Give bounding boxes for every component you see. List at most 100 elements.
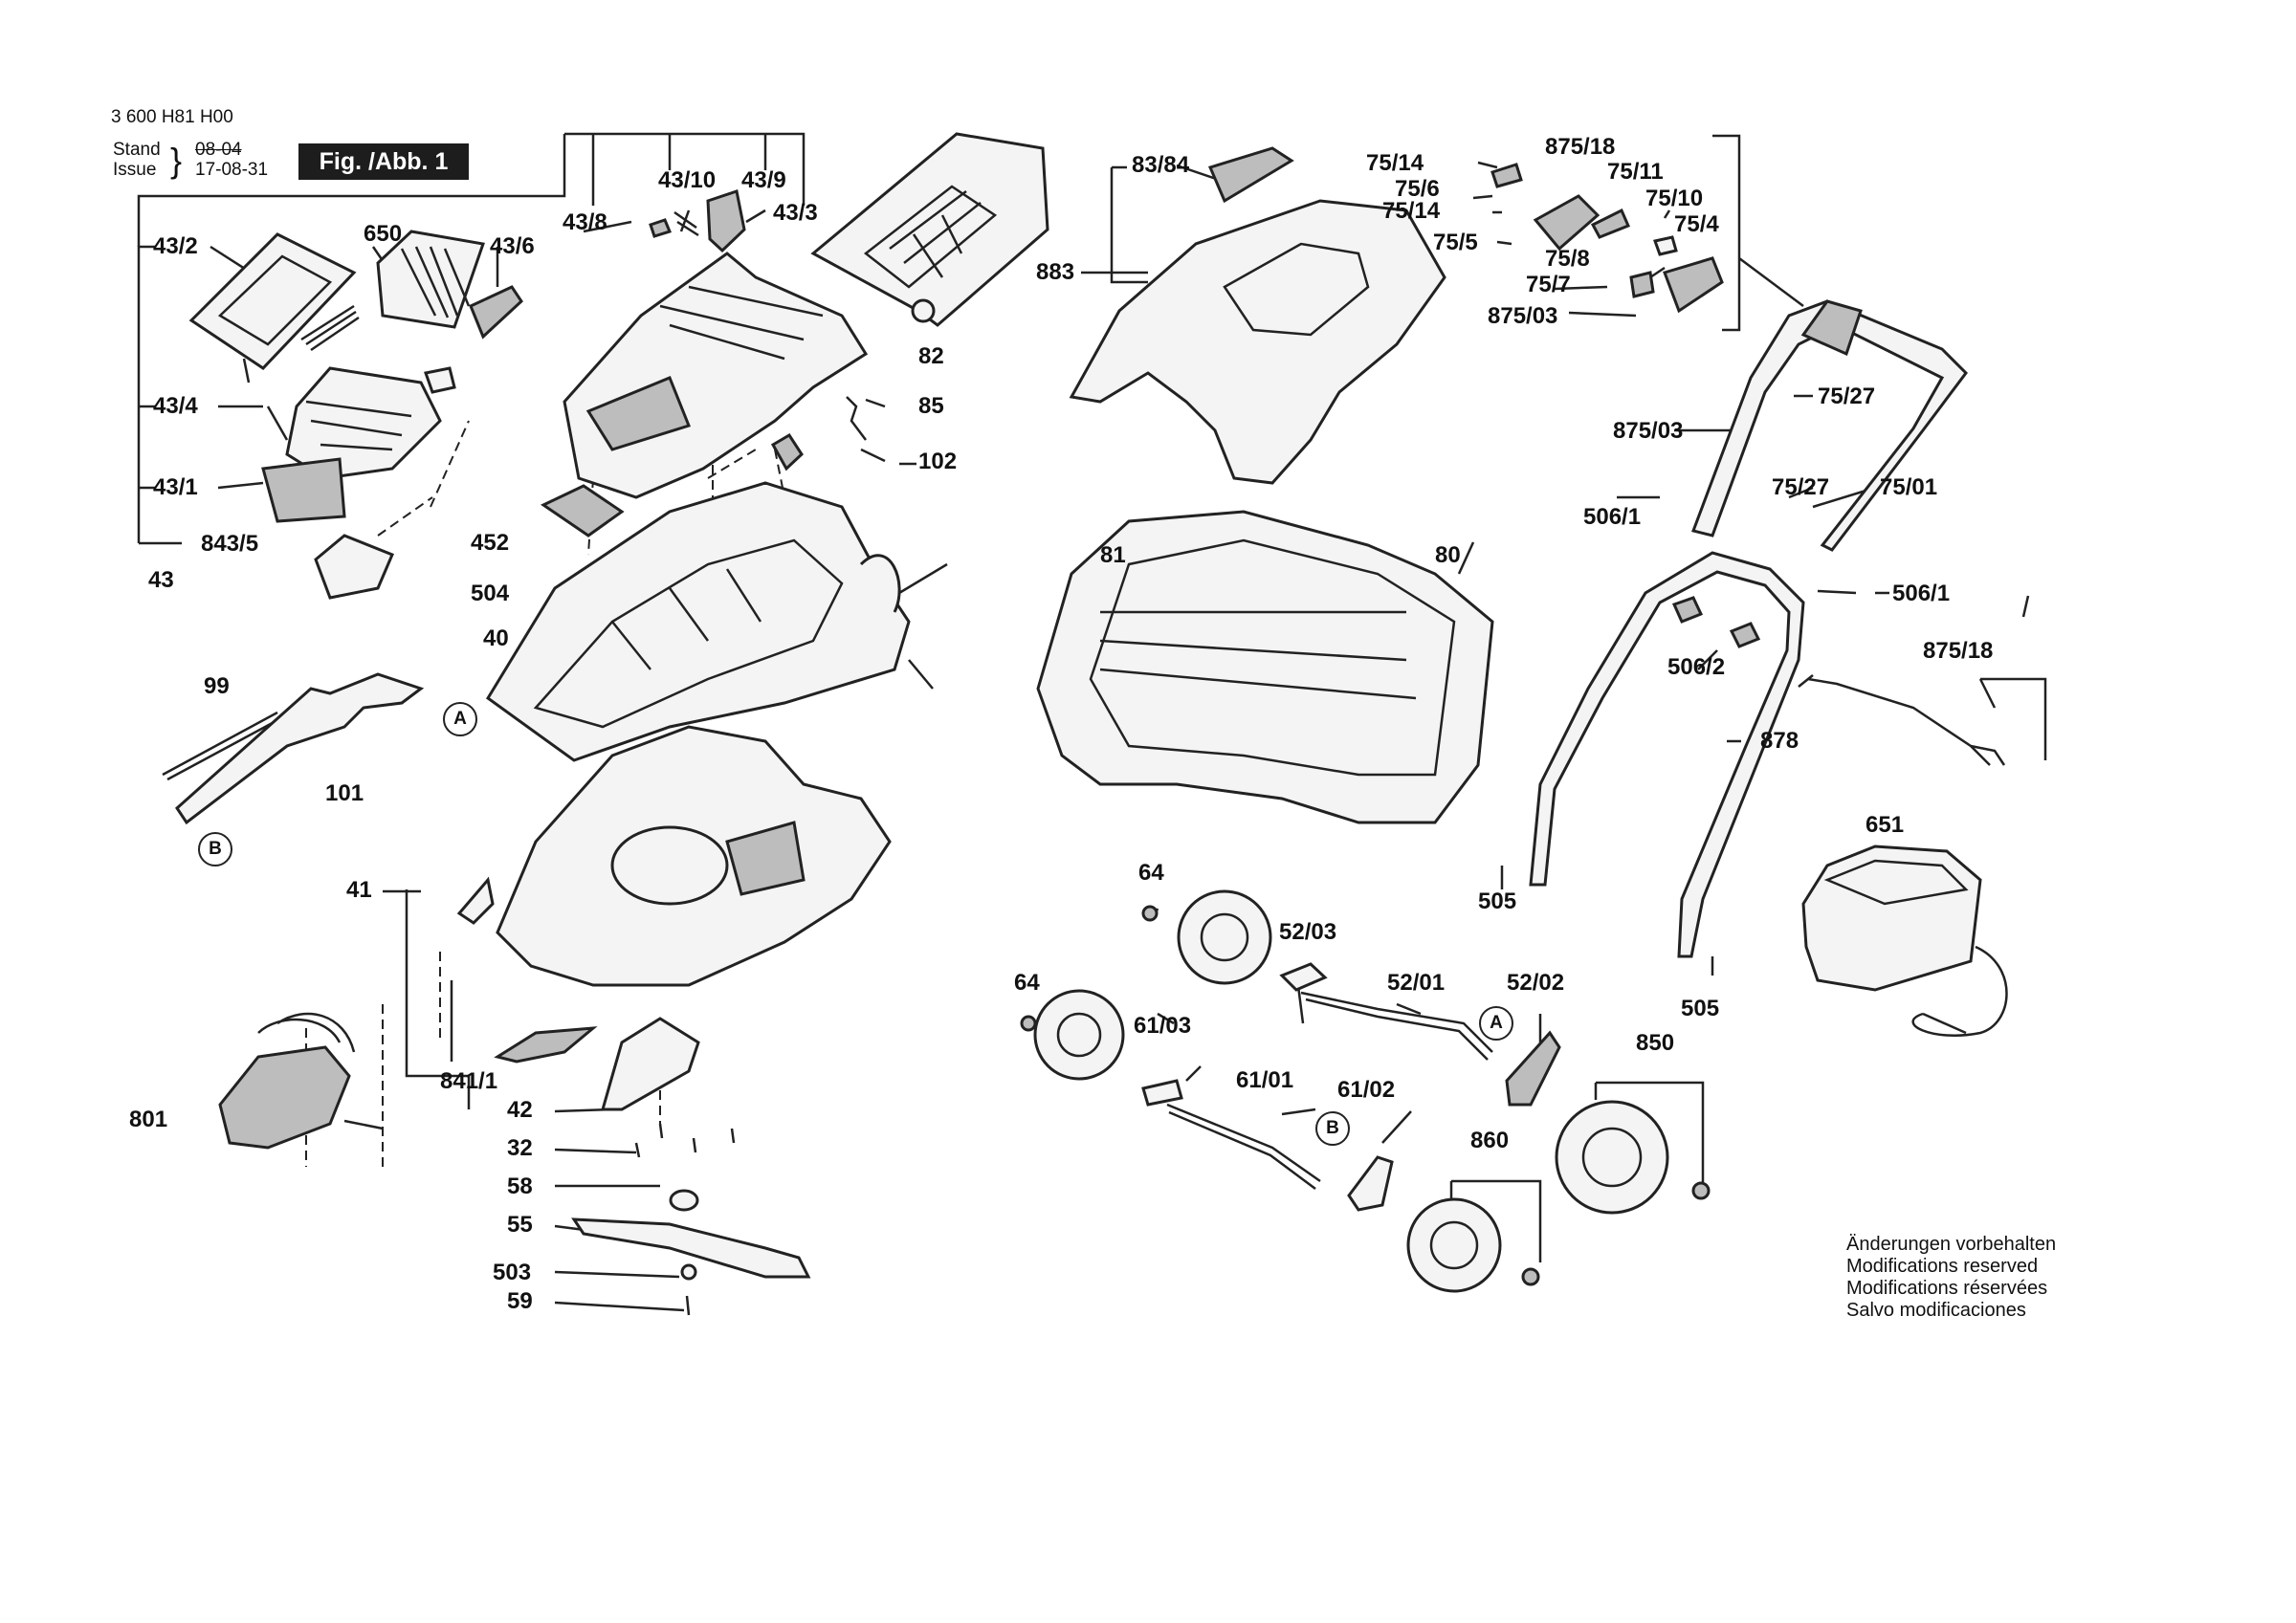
- part-label: 52/01: [1387, 970, 1446, 996]
- part-label: 102: [918, 449, 958, 474]
- chassis: [485, 481, 911, 762]
- wheel-front-small: [1177, 889, 1272, 985]
- part-label: 81: [1100, 542, 1126, 568]
- part-label: 75/7: [1526, 272, 1571, 297]
- part-label: 75/6: [1395, 176, 1440, 202]
- issue-value: 17-08-31: [195, 160, 269, 180]
- bolt-59: [685, 1295, 691, 1316]
- switch-part-75-10: [1653, 235, 1678, 256]
- part-label: 80: [1435, 542, 1461, 568]
- part-label: 83/84: [1132, 152, 1190, 178]
- part-label: 64: [1138, 860, 1164, 886]
- part-label: 506/1: [1583, 504, 1642, 530]
- label-452: [540, 484, 625, 537]
- brace-glyph: }: [170, 141, 183, 180]
- part-label: 43/8: [563, 209, 607, 235]
- blade-55: [571, 1217, 811, 1279]
- stand-value: 08-04: [195, 140, 242, 160]
- part-label: 506/1: [1892, 581, 1951, 606]
- spring-85: [846, 396, 867, 441]
- bushing-52-03: [1279, 962, 1328, 992]
- notice-line: Änderungen vorbehalten: [1846, 1234, 2057, 1255]
- part-label: 860: [1470, 1128, 1510, 1153]
- part-label: 878: [1760, 728, 1799, 754]
- marker-b: B: [1315, 1111, 1350, 1146]
- washer-503: [680, 1263, 697, 1281]
- part-label: 75/27: [1772, 474, 1830, 500]
- part-label: 75/01: [1880, 474, 1938, 500]
- switch-43-8: [649, 218, 673, 238]
- spring-99: [162, 711, 280, 781]
- wheel-850: [1555, 1100, 1669, 1215]
- part-label: 61/02: [1337, 1077, 1396, 1103]
- handle-83-84: [1207, 146, 1294, 204]
- part-label: 43/9: [741, 167, 786, 193]
- part-label: 82: [918, 343, 944, 369]
- part-label: 101: [325, 780, 364, 806]
- part-label: 61/03: [1134, 1013, 1192, 1039]
- grass-box: [1036, 510, 1494, 824]
- bracket-850: [1594, 1081, 1705, 1186]
- lever-52-02: [1505, 1030, 1561, 1107]
- part-label: 55: [507, 1212, 533, 1238]
- part-label: 75/11: [1607, 159, 1664, 185]
- part-label: 99: [204, 673, 230, 699]
- charger: [1801, 844, 1982, 992]
- switch-part-75-6: [1490, 163, 1523, 188]
- part-label: 43/1: [153, 474, 198, 500]
- issue-label: Issue: [113, 160, 157, 180]
- part-label: 43/10: [658, 167, 717, 193]
- lower-handle-878: [1529, 551, 1805, 958]
- part-label: 43: [148, 567, 174, 593]
- part-label: 503: [493, 1260, 532, 1285]
- axle-52-01: [1300, 991, 1493, 1061]
- part-label: 651: [1866, 812, 1905, 838]
- marker-a: A: [1479, 1006, 1513, 1041]
- handle-grip: [1800, 299, 1863, 357]
- part-label: 41: [346, 877, 372, 903]
- part-label: 504: [471, 581, 510, 606]
- bracket-841: [405, 889, 471, 1109]
- bracket-top: [137, 132, 806, 247]
- battery-latch-843: [314, 534, 394, 600]
- part-label: 64: [1014, 970, 1040, 996]
- part-label: 43/3: [773, 200, 818, 226]
- notice-line: Modifications reserved: [1846, 1256, 2039, 1277]
- part-label: 843/5: [201, 531, 259, 557]
- part-label: 32: [507, 1135, 533, 1161]
- battery-43-6: [469, 285, 523, 340]
- wheel-860: [1406, 1197, 1502, 1293]
- stand-label: Stand: [113, 140, 161, 160]
- bushing-61-03: [1141, 1079, 1183, 1107]
- top-cover: [810, 132, 1049, 327]
- part-label: 59: [507, 1288, 533, 1314]
- part-label: 841/1: [440, 1068, 498, 1094]
- bolts-32: [634, 1123, 736, 1158]
- cap-64-a: [1141, 905, 1159, 922]
- charger-cable: [1911, 945, 2008, 1037]
- part-label: 43/4: [153, 393, 198, 419]
- motor: [218, 1045, 351, 1150]
- part-label: 85: [918, 393, 944, 419]
- clips-506-2: [1671, 596, 1761, 648]
- marker-a: A: [443, 702, 477, 736]
- switch-part-75-7: [1629, 271, 1655, 298]
- axle-61-01: [1166, 1103, 1321, 1191]
- part-label: 75/8: [1545, 246, 1590, 272]
- part-label: 52/03: [1279, 919, 1337, 945]
- part-label: 42: [507, 1097, 533, 1123]
- part-label: 883: [1036, 259, 1075, 285]
- part-label: 75/14: [1366, 150, 1424, 176]
- part-label: 875/03: [1613, 418, 1684, 444]
- part-label: 452: [471, 530, 510, 556]
- bracket-860: [1449, 1179, 1542, 1262]
- grass-box-lid: [1069, 199, 1446, 485]
- lever-101: [175, 672, 425, 825]
- part-label: 75/5: [1433, 230, 1478, 255]
- part-label: 40: [483, 625, 509, 651]
- part-label: 505: [1478, 888, 1517, 914]
- part-label: 43/2: [153, 233, 198, 259]
- battery-cover: [188, 232, 357, 370]
